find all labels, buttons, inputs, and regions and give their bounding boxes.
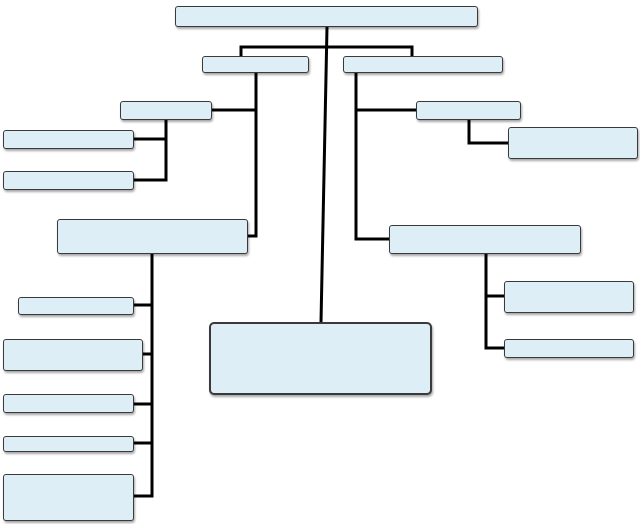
right-sub-lower-node xyxy=(389,225,581,254)
right-sub-upper-node xyxy=(416,101,521,120)
branch-left-node xyxy=(202,56,309,73)
left-sub-upper-child-1 xyxy=(3,130,134,149)
branch-right-node xyxy=(343,56,503,73)
left-sub-lower-child-1 xyxy=(18,297,134,315)
left-sub-lower-child-4 xyxy=(3,436,134,452)
connector-root-center xyxy=(319,25,329,324)
root-node xyxy=(175,6,478,27)
center-box-node xyxy=(209,322,432,395)
right-sub-lower-child-2 xyxy=(504,339,634,358)
left-sub-upper-child-2 xyxy=(3,171,134,190)
left-sub-lower-node xyxy=(57,219,248,254)
left-sub-lower-child-2 xyxy=(3,339,143,371)
right-sub-upper-child-1 xyxy=(508,127,638,159)
right-sub-lower-child-1 xyxy=(504,281,634,313)
left-sub-lower-child-3 xyxy=(3,394,134,413)
left-sub-upper-node xyxy=(120,101,212,120)
left-sub-lower-child-5 xyxy=(3,474,134,521)
